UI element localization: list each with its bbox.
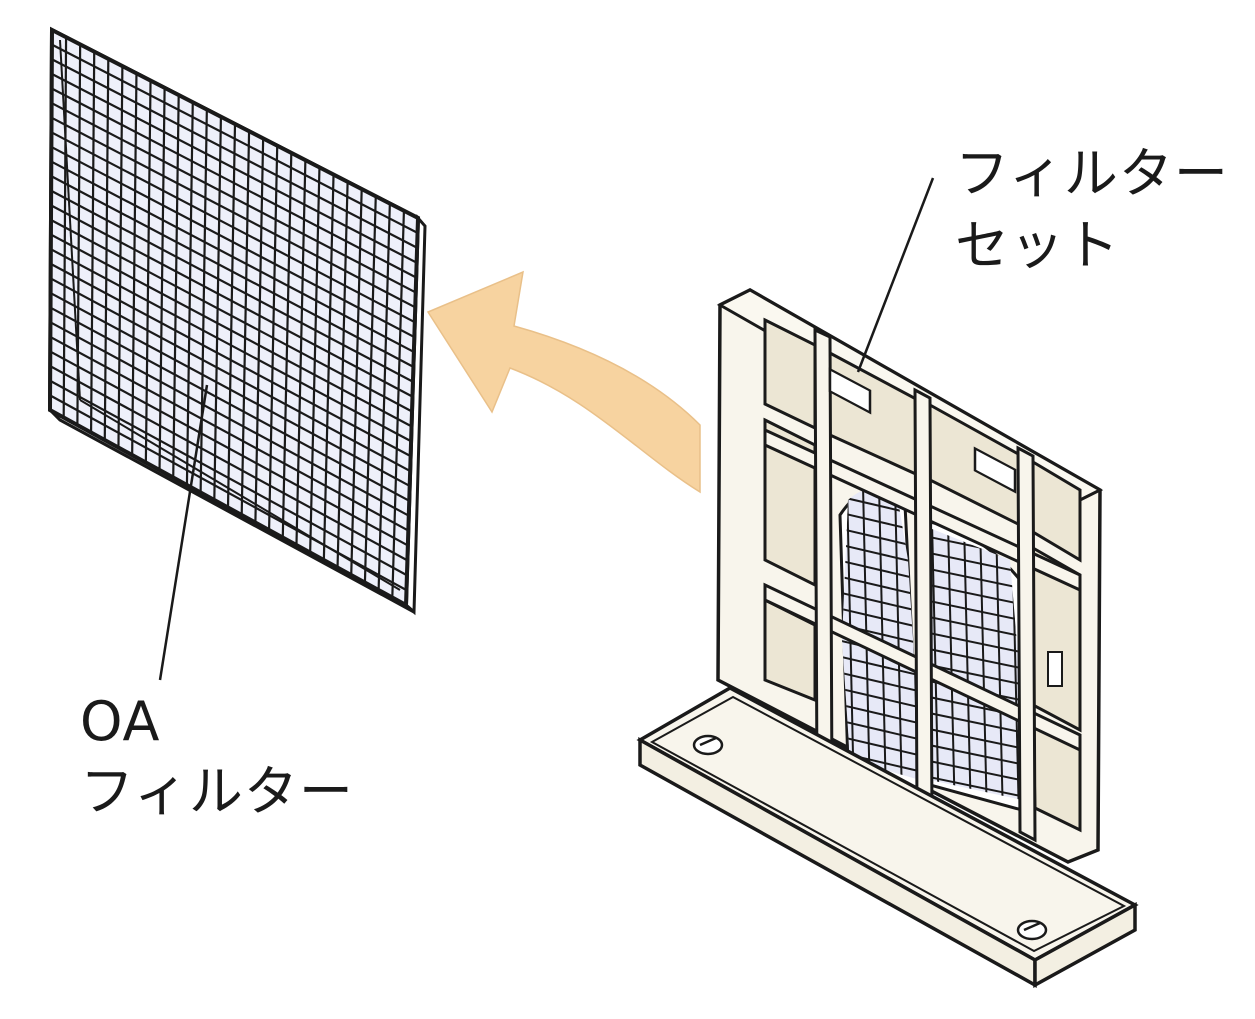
filter-set-label-line2: セット (955, 214, 1120, 277)
oa-filter-mesh-icon (47, 26, 427, 616)
oa-filter-label-line1: OA (80, 690, 161, 753)
filter-set-leader-line (856, 177, 935, 373)
oa-filter-leader-line (158, 384, 209, 681)
oa-filter-label-line2: フィルター (80, 760, 354, 823)
filter-set-frame-icon (636, 288, 1139, 988)
filter-set-label-line1: フィルター (955, 142, 1229, 205)
removal-arrow-icon (426, 270, 701, 494)
